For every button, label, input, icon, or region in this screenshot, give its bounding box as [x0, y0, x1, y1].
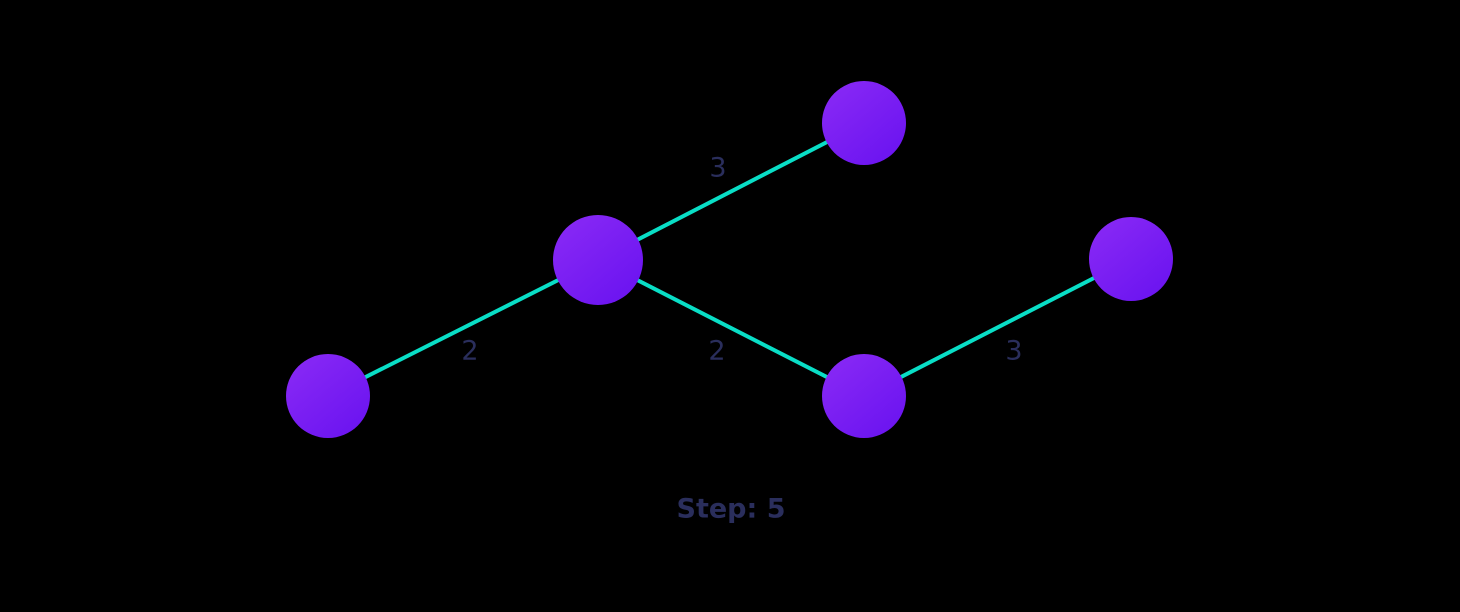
edge-weight-label: 2 — [708, 336, 725, 367]
graph-edge — [863, 257, 1132, 398]
graph-node[interactable] — [1089, 217, 1173, 301]
step-counter-label: Step: 5 — [677, 494, 786, 525]
nodes-layer — [286, 81, 1173, 438]
graph-node[interactable] — [822, 354, 906, 438]
graph-node[interactable] — [286, 354, 370, 438]
edge-weight-label: 3 — [709, 153, 726, 184]
edges-layer — [327, 121, 1132, 398]
graph-edge — [597, 121, 865, 262]
graph-edge — [327, 258, 599, 398]
edge-weight-label: 3 — [1005, 336, 1022, 367]
graph-node[interactable] — [822, 81, 906, 165]
graph-node[interactable] — [553, 215, 643, 305]
edge-labels-layer: 2 3 2 3 — [461, 153, 1022, 367]
edge-weight-label: 2 — [461, 336, 478, 367]
graph-edge — [597, 258, 865, 398]
